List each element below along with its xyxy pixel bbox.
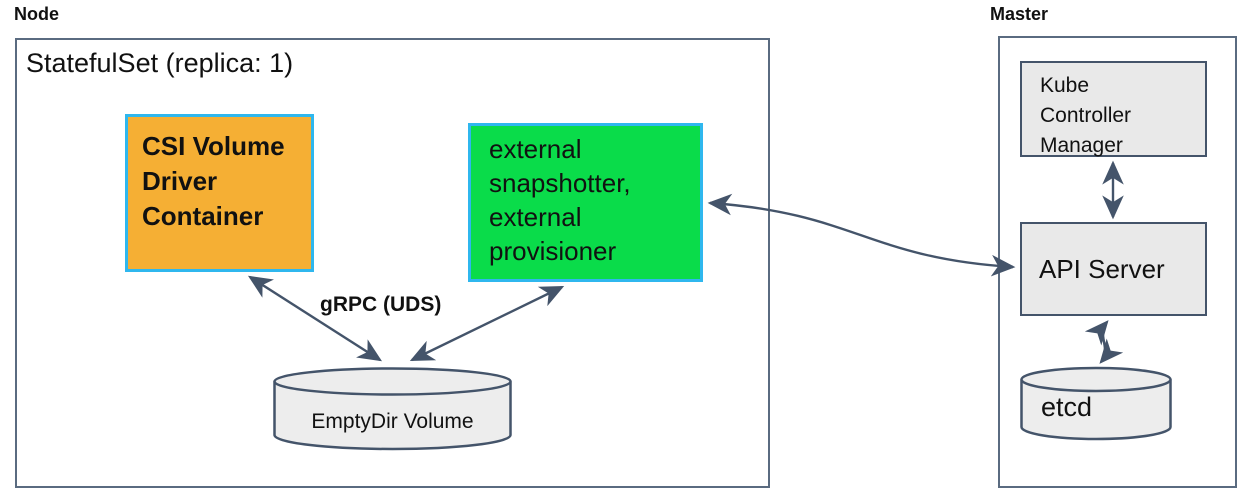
api-server-box: API Server — [1020, 222, 1207, 316]
grpc-uds-label: gRPC (UDS) — [320, 293, 442, 316]
master-section-label: Master — [990, 4, 1049, 24]
api-server-label: API Server — [1039, 253, 1165, 284]
kcm-box-line: Controller — [1040, 104, 1132, 127]
csi-box-line: CSI Volume — [142, 131, 285, 161]
csi-volume-driver-container-box: CSI Volume Driver Container — [125, 114, 314, 272]
statefulset-title: StatefulSet (replica: 1) — [26, 48, 294, 78]
node-section-label: Node — [14, 4, 59, 24]
kcm-box-line: Manager — [1040, 134, 1123, 157]
csi-box-line: Container — [142, 201, 264, 231]
external-box-line: provisioner — [489, 236, 617, 266]
external-box-line: external — [489, 202, 582, 232]
kcm-box-line: Kube — [1040, 74, 1090, 97]
kube-controller-manager-box: Kube Controller Manager — [1020, 61, 1207, 157]
external-box-line: snapshotter, — [489, 168, 631, 198]
csi-box-line: Driver — [142, 166, 218, 196]
external-box-line: external — [489, 134, 582, 164]
external-snapshotter-provisioner-box: external snapshotter, external provision… — [468, 123, 703, 282]
